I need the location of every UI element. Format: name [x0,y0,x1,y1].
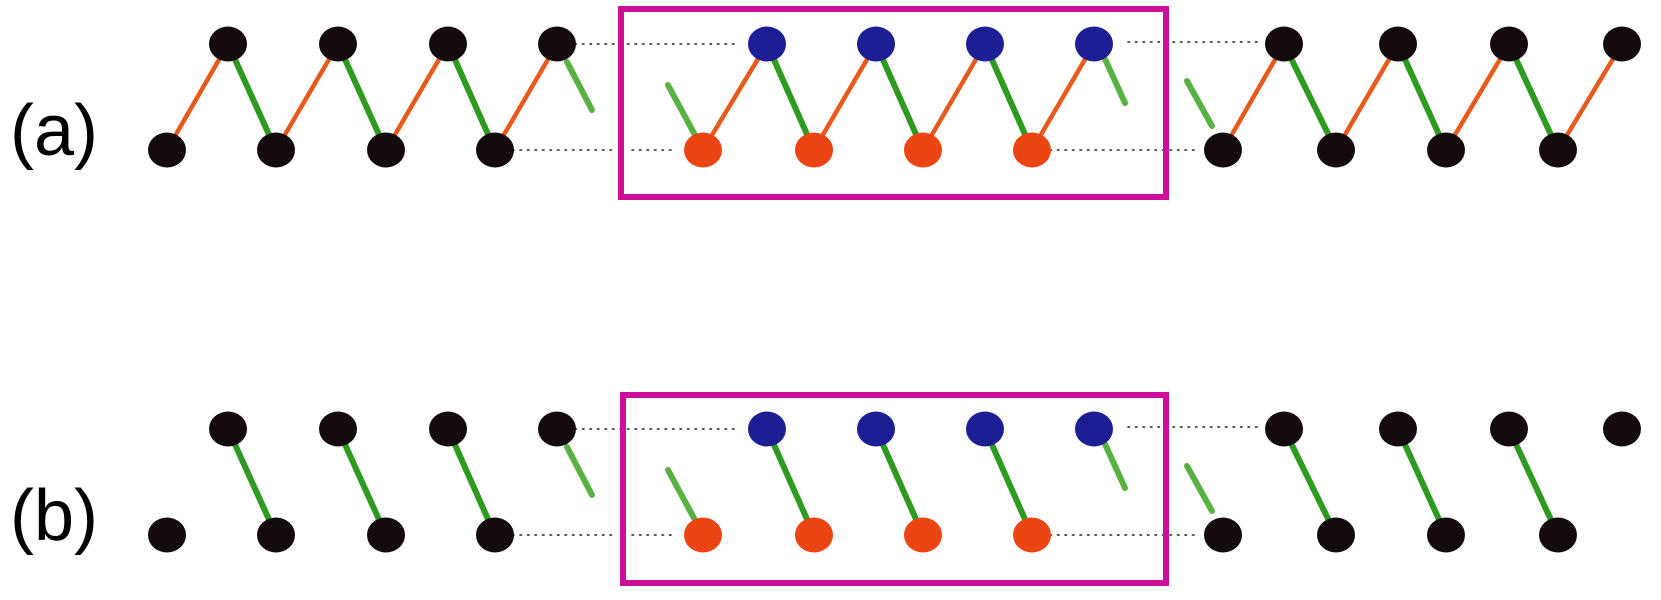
panel-b-atoms [148,411,1641,553]
green-bond-stub [1184,78,1215,129]
orange-bond [164,41,231,153]
green-bond [1506,426,1561,538]
orange-atom [904,132,942,168]
blue-atom [857,26,895,62]
blue-atom [857,411,895,447]
black-atom [319,26,357,62]
blue-atom [966,26,1004,62]
blue-atom [748,411,786,447]
orange-atom [684,517,722,553]
green-bond [1506,41,1561,153]
orange-atom [1013,517,1051,553]
panel-b-label: (b) [10,476,98,556]
green-bond [873,426,926,538]
black-atom [476,517,514,553]
black-atom [429,26,467,62]
black-atom [1265,411,1303,447]
black-atom [1490,411,1528,447]
orange-bond [383,41,451,153]
orange-atom [1013,132,1051,168]
green-bond [982,426,1035,538]
orange-atom [795,132,833,168]
green-bond-stub [665,82,698,138]
blue-atom [1075,411,1113,447]
green-bond [764,426,817,538]
black-atom [1539,132,1577,168]
orange-atom [795,517,833,553]
green-bond [335,426,389,538]
black-atom [429,411,467,447]
green-bond [445,41,498,153]
orange-bond [920,41,988,153]
orange-bond [1555,41,1625,153]
panel-a-label: (a) [10,91,98,171]
blue-atom [748,26,786,62]
black-atom [1490,26,1528,62]
panel-b: (b) [10,392,1641,586]
black-atom [1204,132,1242,168]
black-atom [1427,517,1465,553]
orange-bond [700,41,770,153]
orange-bond [1333,41,1401,153]
black-atom [1603,411,1641,447]
green-bond [225,41,279,153]
orange-bond [811,41,879,153]
panel-a-magenta-box [618,6,1169,200]
black-atom [367,132,405,168]
panel-a-atoms [148,26,1641,168]
green-bond [764,41,817,153]
green-bond-stub [665,467,698,523]
blue-atom [1075,26,1113,62]
black-atom [1379,411,1417,447]
orange-atom [904,517,942,553]
green-bond [982,41,1035,153]
green-bond [1281,41,1339,153]
black-atom [1539,517,1577,553]
black-atom [257,517,295,553]
green-bond [1281,426,1339,538]
green-bond [445,426,498,538]
black-atom [1265,26,1303,62]
black-atom [1317,517,1355,553]
green-bond-stub [564,59,595,113]
black-atom [1427,132,1465,168]
green-bond-stub [564,444,595,498]
orange-bond [273,41,341,153]
green-bond-stub [1102,56,1128,106]
black-atom [319,411,357,447]
panel-b-bonds [225,426,1561,538]
panel-a-bonds [164,41,1625,153]
orange-bond [492,41,560,153]
black-atom [209,26,247,62]
orange-bond [1220,41,1287,153]
black-atom [257,132,295,168]
black-atom [148,517,186,553]
black-atom [367,517,405,553]
black-atom [148,132,186,168]
orange-atom [684,132,722,168]
orange-bond [1029,41,1097,153]
green-bond [335,41,389,153]
black-atom [1317,132,1355,168]
green-bond [225,426,279,538]
black-atom [1204,517,1242,553]
black-atom [209,411,247,447]
black-atom [476,132,514,168]
black-atom [538,411,576,447]
panel-a-guides [504,41,1259,151]
orange-bond [1443,41,1512,153]
green-bond-stub [1102,441,1128,491]
panel-a: (a) [10,6,1641,200]
black-atom [538,26,576,62]
panel-b-guides [504,426,1259,536]
black-atom [1379,26,1417,62]
panel-b-magenta-box [620,392,1169,586]
green-bond [1395,426,1449,538]
green-bond-stub [1184,463,1215,514]
green-bond [1395,41,1449,153]
green-bond [873,41,926,153]
black-atom [1603,26,1641,62]
blue-atom [966,411,1004,447]
